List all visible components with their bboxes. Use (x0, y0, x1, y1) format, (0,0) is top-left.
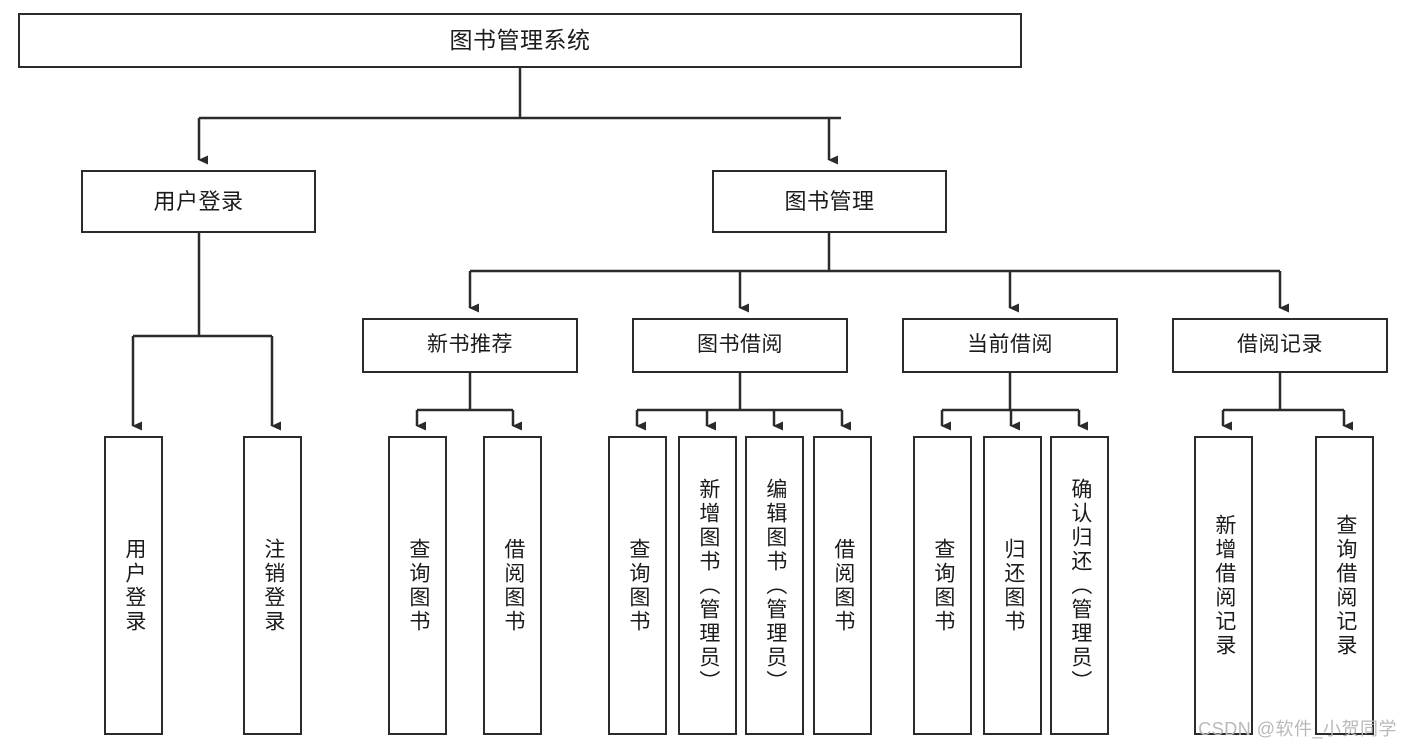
node-label: 图书管理 (784, 188, 875, 214)
node-new-book-recommend[interactable]: 新书推荐 (362, 318, 578, 373)
node-book-borrow[interactable]: 图书借阅 (632, 318, 848, 373)
node-label: 用户登录 (153, 188, 244, 214)
node-root-system[interactable]: 图书管理系统 (18, 13, 1022, 68)
node-leaf-return-book[interactable]: 归还图书 (983, 436, 1042, 735)
node-leaf-edit-book[interactable]: 编辑图书（管理员） (745, 436, 804, 735)
node-label: 图书借阅 (697, 333, 783, 357)
node-label: 查询图书 (931, 537, 955, 634)
node-label: 查询借阅记录 (1333, 513, 1357, 658)
node-label: 新增图书（管理员） (696, 477, 720, 694)
node-leaf-borrow-book-2[interactable]: 借阅图书 (813, 436, 872, 735)
node-label: 查询图书 (406, 537, 430, 634)
node-label: 归还图书 (1001, 537, 1025, 634)
node-leaf-confirm-return[interactable]: 确认归还（管理员） (1050, 436, 1109, 735)
node-label: 用户登录 (122, 537, 146, 634)
node-leaf-query-book-3[interactable]: 查询图书 (913, 436, 972, 735)
node-label: 查询图书 (626, 537, 650, 634)
node-leaf-borrow-book-1[interactable]: 借阅图书 (483, 436, 542, 735)
node-label: 注销登录 (261, 537, 285, 634)
node-label: 新增借阅记录 (1212, 513, 1236, 658)
node-user-login[interactable]: 用户登录 (81, 170, 316, 233)
node-label: 当前借阅 (967, 333, 1053, 357)
node-leaf-query-book-2[interactable]: 查询图书 (608, 436, 667, 735)
node-label: 借阅图书 (501, 537, 525, 634)
node-leaf-query-book-1[interactable]: 查询图书 (388, 436, 447, 735)
node-leaf-query-record[interactable]: 查询借阅记录 (1315, 436, 1374, 735)
node-label: 借阅图书 (831, 537, 855, 634)
node-leaf-add-book[interactable]: 新增图书（管理员） (678, 436, 737, 735)
node-label: 编辑图书（管理员） (763, 477, 787, 694)
node-current-borrow[interactable]: 当前借阅 (902, 318, 1118, 373)
node-label: 确认归还（管理员） (1068, 477, 1092, 694)
node-borrow-record[interactable]: 借阅记录 (1172, 318, 1388, 373)
node-label: 新书推荐 (427, 333, 513, 357)
node-leaf-user-login[interactable]: 用户登录 (104, 436, 163, 735)
node-label: 借阅记录 (1237, 333, 1323, 357)
node-leaf-add-record[interactable]: 新增借阅记录 (1194, 436, 1253, 735)
node-book-management[interactable]: 图书管理 (712, 170, 947, 233)
node-leaf-logout-login[interactable]: 注销登录 (243, 436, 302, 735)
node-label: 图书管理系统 (449, 26, 591, 53)
